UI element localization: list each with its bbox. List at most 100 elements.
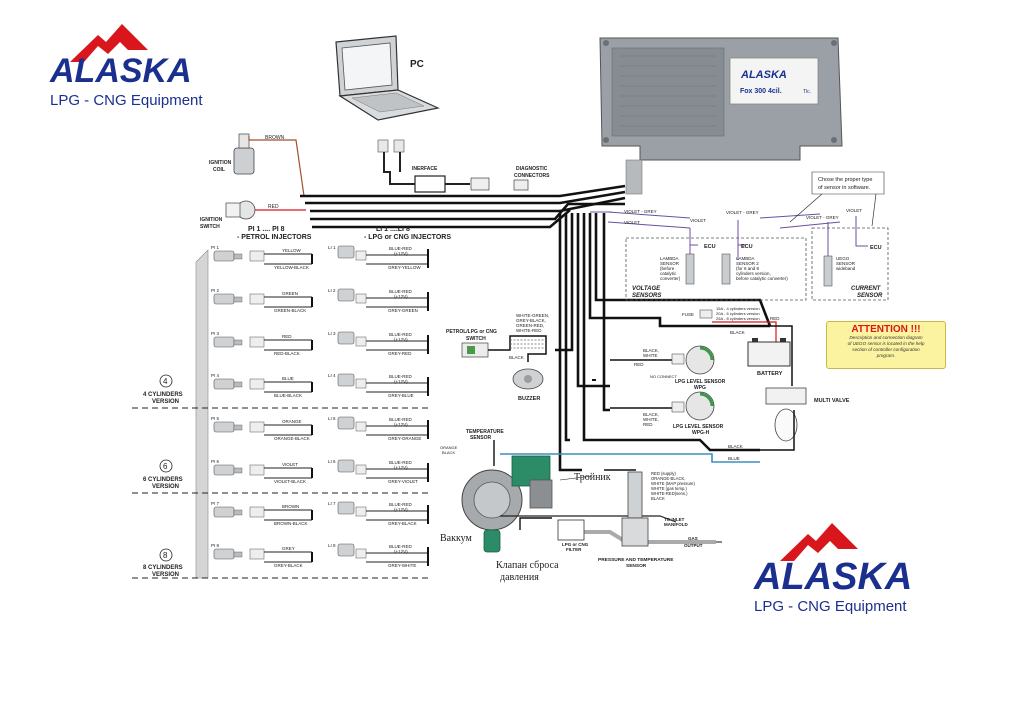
lpg-injector-icon: [337, 288, 355, 302]
lpg-injector-icon: [337, 245, 355, 259]
attention-note: ATTENTION !!! Description and connection…: [826, 321, 946, 369]
lambda2-4: cylinders version,: [736, 271, 771, 276]
wpgh-wire-3: RED: [643, 422, 653, 427]
buzzer-label: BUZZER: [518, 396, 540, 402]
current-wire-1: VIOLET: [846, 208, 862, 213]
main-harness: [300, 184, 772, 472]
petrol-wire-color-black: GREY-BLACK: [274, 563, 303, 568]
wpg-wire-2: WHITE: [643, 353, 658, 358]
lambda1-3: (before: [660, 266, 675, 271]
battery-red-wire: RED: [770, 316, 780, 321]
fuse-note-1: 15A - 4 cylinders version: [716, 306, 760, 311]
lambda2-3: (for 6 and 8: [736, 266, 760, 271]
petrol-injector-icon: [213, 548, 235, 560]
logo-brand: ALASKA: [753, 556, 912, 598]
lpg-wire-control: GREY-BLACK: [388, 521, 417, 526]
battery-black-wire: BLACK: [730, 330, 745, 335]
petrol-wire-color: BROWN: [282, 504, 299, 509]
gas-output-label-1: GAS: [688, 536, 698, 541]
troynik-label: Тройник: [574, 472, 611, 483]
lambda-sensor-1-icon: [685, 253, 695, 285]
map-wire-4: WHITE (gas temp.): [651, 486, 687, 491]
multivalve-blue-wire: BLUE: [728, 456, 740, 461]
map-wire-3: WHITE (MAP pressure): [651, 481, 696, 486]
petrol-wire-color-black: YELLOW-BLACK: [274, 265, 309, 270]
lpg-wire-supply: BLUE-RED: [389, 374, 413, 379]
petrol-injector-id: PI 6: [211, 459, 220, 464]
lpg-wire-voltage: (+12V): [394, 422, 408, 427]
petrol-header-1: PI 1 .... PI 8: [248, 226, 285, 233]
lpg-wire-control: GREY-ORANGE: [388, 436, 421, 441]
logo-tagline: LPG - CNG Equipment: [754, 598, 907, 615]
petrol-injector-icon: [213, 378, 235, 390]
cyl-version-label: VERSION: [152, 399, 179, 405]
voltage-wire-1: VIOLET - GREY: [624, 209, 657, 214]
connector: [249, 336, 265, 348]
petrol-rail: [195, 249, 209, 579]
connector: [249, 464, 265, 476]
lpg-wire-control: GREY-GREEN: [388, 308, 418, 313]
lpg-wire-voltage: (+12V): [394, 294, 408, 299]
wpg-no-connect: NO CONNECT: [650, 374, 677, 379]
diagnostic-connector: [470, 177, 490, 191]
pc-laptop-icon: [335, 35, 440, 121]
ignition-switch-wire: RED: [268, 204, 279, 210]
logo-top: ALASKA LPG - CNG Equipment: [49, 24, 203, 109]
temp-wire-2: BLACK: [442, 450, 455, 455]
lpg-injector-icon: [337, 543, 355, 557]
petrol-injector-id: PI 1: [211, 245, 220, 250]
lpg-injector-id: LI 2: [328, 288, 336, 293]
cyl-version-label: 4 CYLINDERS: [143, 392, 183, 398]
lpg-wire-supply: BLUE-RED: [389, 544, 413, 549]
ecu-controller: ALASKA Fox 300 4cil. Tlc.: [599, 37, 843, 195]
lpg-wire-supply: BLUE-RED: [389, 460, 413, 465]
fuse-label: FUSE: [682, 312, 694, 317]
connector: [249, 548, 265, 560]
switch-wire-4: WHITE-RED: [516, 328, 542, 333]
lambda-sensor-2-icon: [721, 253, 731, 285]
inlet-label-1: TO INLET: [664, 517, 685, 522]
voltage-wire-3: VIOLET - GREY: [726, 210, 759, 215]
pc-label: PC: [410, 59, 424, 70]
logo-bottom: ALASKA LPG - CNG Equipment: [753, 523, 912, 615]
diagnostic-label-1: DIAGNOSTIC: [516, 166, 548, 172]
wpg-label-2: WPG: [694, 385, 706, 391]
petrol-injector-id: PI 7: [211, 501, 220, 506]
voltage-title-2: SENSORS: [632, 293, 661, 299]
lpg-wire-voltage: (+12V): [394, 465, 408, 470]
wpgh-label-2: WPG-H: [692, 430, 710, 436]
lpg-injector-id: LI 3: [328, 331, 336, 336]
petrol-wire-color: GREEN: [282, 291, 298, 296]
lpg-wire-control: GREY-WHITE: [388, 563, 416, 568]
ecu-label-plate: [729, 57, 819, 105]
petrol-injector-id: PI 2: [211, 288, 220, 293]
lpg-wire-control: GREY-VIOLET: [388, 479, 418, 484]
voltage-violet-label: VIOLET: [690, 218, 706, 223]
lpg-injector-id: LI 7: [328, 501, 336, 506]
petrol-wire-color-black: RED-BLACK: [274, 351, 300, 356]
ecu-brand: ALASKA: [740, 69, 787, 81]
map-wire-2: ORANGE-BLACK,: [651, 476, 685, 481]
temp-sensor-label-1: TEMPERATURE: [466, 429, 504, 435]
lpg-injector-icon: [337, 373, 355, 387]
lpg-injector-icon: [337, 416, 355, 430]
ignition-switch-icon: [225, 200, 256, 220]
ignition-switch-label-2: SWITCH: [200, 224, 220, 230]
petrol-injector-icon: [213, 464, 235, 476]
connector: [249, 506, 265, 518]
inlet-label-2: MANIFOLD: [664, 522, 688, 527]
switch-label-1: PETROL/LPG or CNG: [446, 329, 497, 335]
petrol-injector-icon: [213, 506, 235, 518]
ignition-coil-wire: BROWN: [265, 135, 285, 141]
switch-wire-1: WHITE-GREEN,: [516, 313, 549, 318]
ignition-coil-label-1: IGNITION: [209, 160, 232, 166]
wpgh-label-1: LPG LEVEL SENSOR: [673, 424, 724, 430]
petrol-wire-color: RED: [282, 334, 292, 339]
switch-label-2: SWITCH: [466, 336, 486, 342]
multivalve-icon: [765, 387, 807, 442]
ignition-coil-icon: [233, 133, 255, 175]
